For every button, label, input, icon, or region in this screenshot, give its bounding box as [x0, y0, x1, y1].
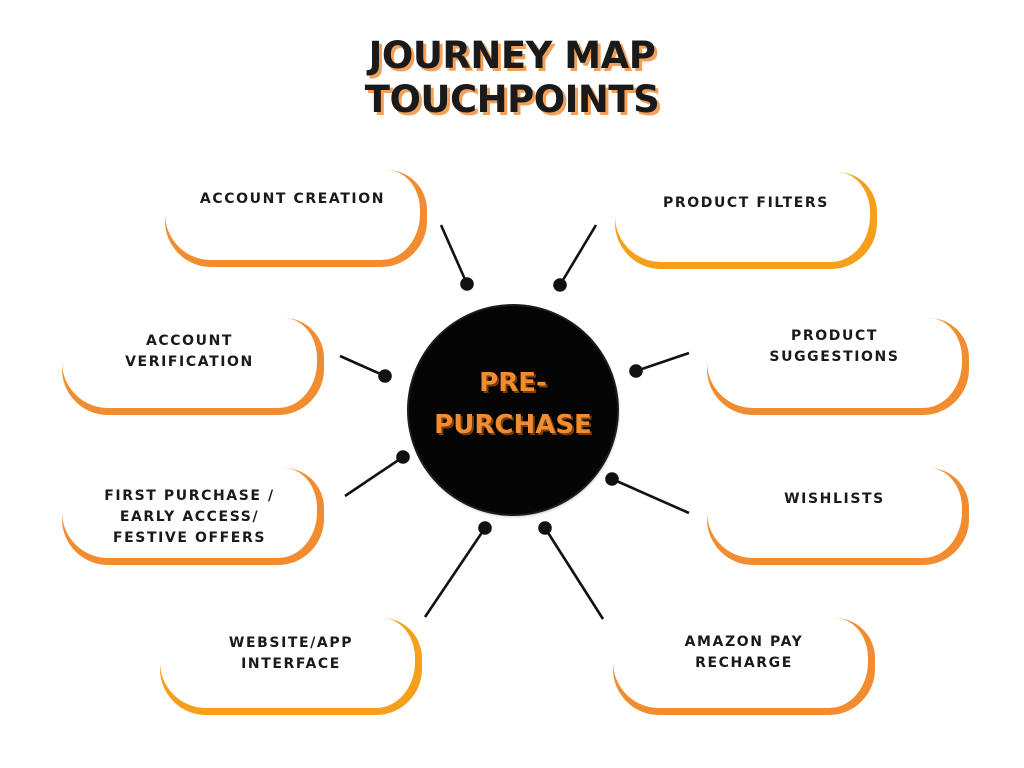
touchpoint-line: INTERFACE [241, 656, 341, 672]
touchpoint-line: WEBSITE/APP [228, 635, 354, 651]
touchpoint-line: SUGGESTIONS [769, 349, 900, 365]
title-line-2: TOUCHPOINTS [364, 78, 660, 121]
connector-website-app [423, 527, 487, 618]
touchpoint-line: RECHARGE [695, 655, 793, 671]
hub-label-line-2: PURCHASE [434, 410, 592, 440]
hub-label-line-1: PRE- [479, 368, 547, 398]
connector-dot-first-purchase [396, 450, 410, 464]
connector-dot-account-verification [378, 369, 392, 383]
touchpoint-label-product-suggestions: PRODUCT SUGGESTIONS [707, 326, 962, 368]
touchpoint-line: PRODUCT [791, 328, 878, 344]
touchpoint-line: WISHLISTS [784, 491, 885, 507]
pre-purchase-hub [409, 306, 617, 514]
touchpoint-line: EARLY ACCESS/ [119, 509, 260, 525]
touchpoint-line: PRODUCT FILTERS [663, 195, 829, 211]
connector-dot-amazon-pay [538, 521, 552, 535]
touchpoint-line: AMAZON PAY [684, 634, 804, 650]
connector-dot-wishlists [605, 472, 619, 486]
touchpoint-label-account-creation: ACCOUNT CREATION [165, 189, 420, 210]
connector-dot-website-app [478, 521, 492, 535]
touchpoint-first-purchase [62, 468, 324, 558]
touchpoint-website-app [160, 618, 422, 708]
touchpoint-line: FIRST PURCHASE / [104, 488, 275, 504]
connector-first-purchase [344, 455, 404, 498]
touchpoint-wishlists [707, 468, 969, 558]
touchpoint-label-website-app: WEBSITE/APP INTERFACE [160, 633, 422, 675]
touchpoint-account-creation [165, 170, 427, 260]
title-line-1: JOURNEY MAP [368, 34, 656, 77]
touchpoint-line: FESTIVE OFFERS [112, 530, 267, 546]
connector-dot-account-creation [460, 277, 474, 291]
touchpoint-line: ACCOUNT CREATION [199, 191, 386, 207]
touchpoint-label-amazon-pay: AMAZON PAY RECHARGE [613, 632, 875, 674]
connector-account-creation [439, 224, 469, 285]
hub-label: PRE- PURCHASE [409, 362, 617, 446]
touchpoint-label-first-purchase: FIRST PURCHASE / EARLY ACCESS/ FESTIVE O… [62, 486, 317, 549]
touchpoint-account-verification [62, 318, 324, 408]
connector-amazon-pay [543, 527, 605, 620]
touchpoint-line: VERIFICATION [125, 354, 254, 370]
touchpoint-amazon-pay [613, 618, 875, 708]
diagram-title: JOURNEY MAP TOUCHPOINTS [0, 34, 1024, 122]
connector-product-filters [558, 224, 598, 286]
touchpoint-label-wishlists: WISHLISTS [707, 489, 962, 510]
touchpoint-label-product-filters: PRODUCT FILTERS [615, 193, 877, 214]
connector-dot-product-filters [553, 278, 567, 292]
connector-wishlists [611, 477, 690, 515]
connector-account-verification [339, 354, 386, 378]
connector-product-suggestions [635, 351, 690, 373]
touchpoint-product-suggestions [707, 318, 969, 408]
touchpoint-label-account-verification: ACCOUNT VERIFICATION [62, 331, 317, 373]
connector-dot-product-suggestions [629, 364, 643, 378]
touchpoint-product-filters [615, 172, 877, 262]
touchpoint-line: ACCOUNT [145, 333, 234, 349]
